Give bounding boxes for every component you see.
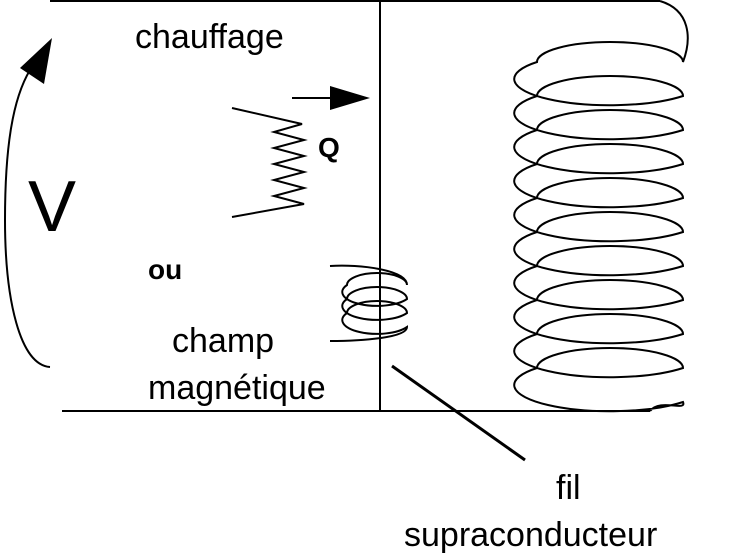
or-label: ou xyxy=(148,254,182,285)
voltage-arrow-head xyxy=(20,38,52,84)
heater-resistor xyxy=(231,107,308,218)
wire-label-line2: supraconducteur xyxy=(404,516,657,554)
voltage-label: V xyxy=(28,167,76,247)
heating-label: chauffage xyxy=(135,18,284,56)
wire-pointer-line xyxy=(391,364,526,462)
magnetic-field-label-line1: champ xyxy=(172,322,274,360)
voltage-arrow-curve xyxy=(3,69,51,368)
solenoid-coil xyxy=(513,0,689,413)
heat-symbol-label: Q xyxy=(318,132,340,163)
heat-flow-arrow-head xyxy=(330,86,370,110)
magnetic-field-label-line2: magnétique xyxy=(148,369,326,407)
wire-label-line1: fil xyxy=(556,469,581,507)
magnetic-field-coil xyxy=(329,264,409,342)
